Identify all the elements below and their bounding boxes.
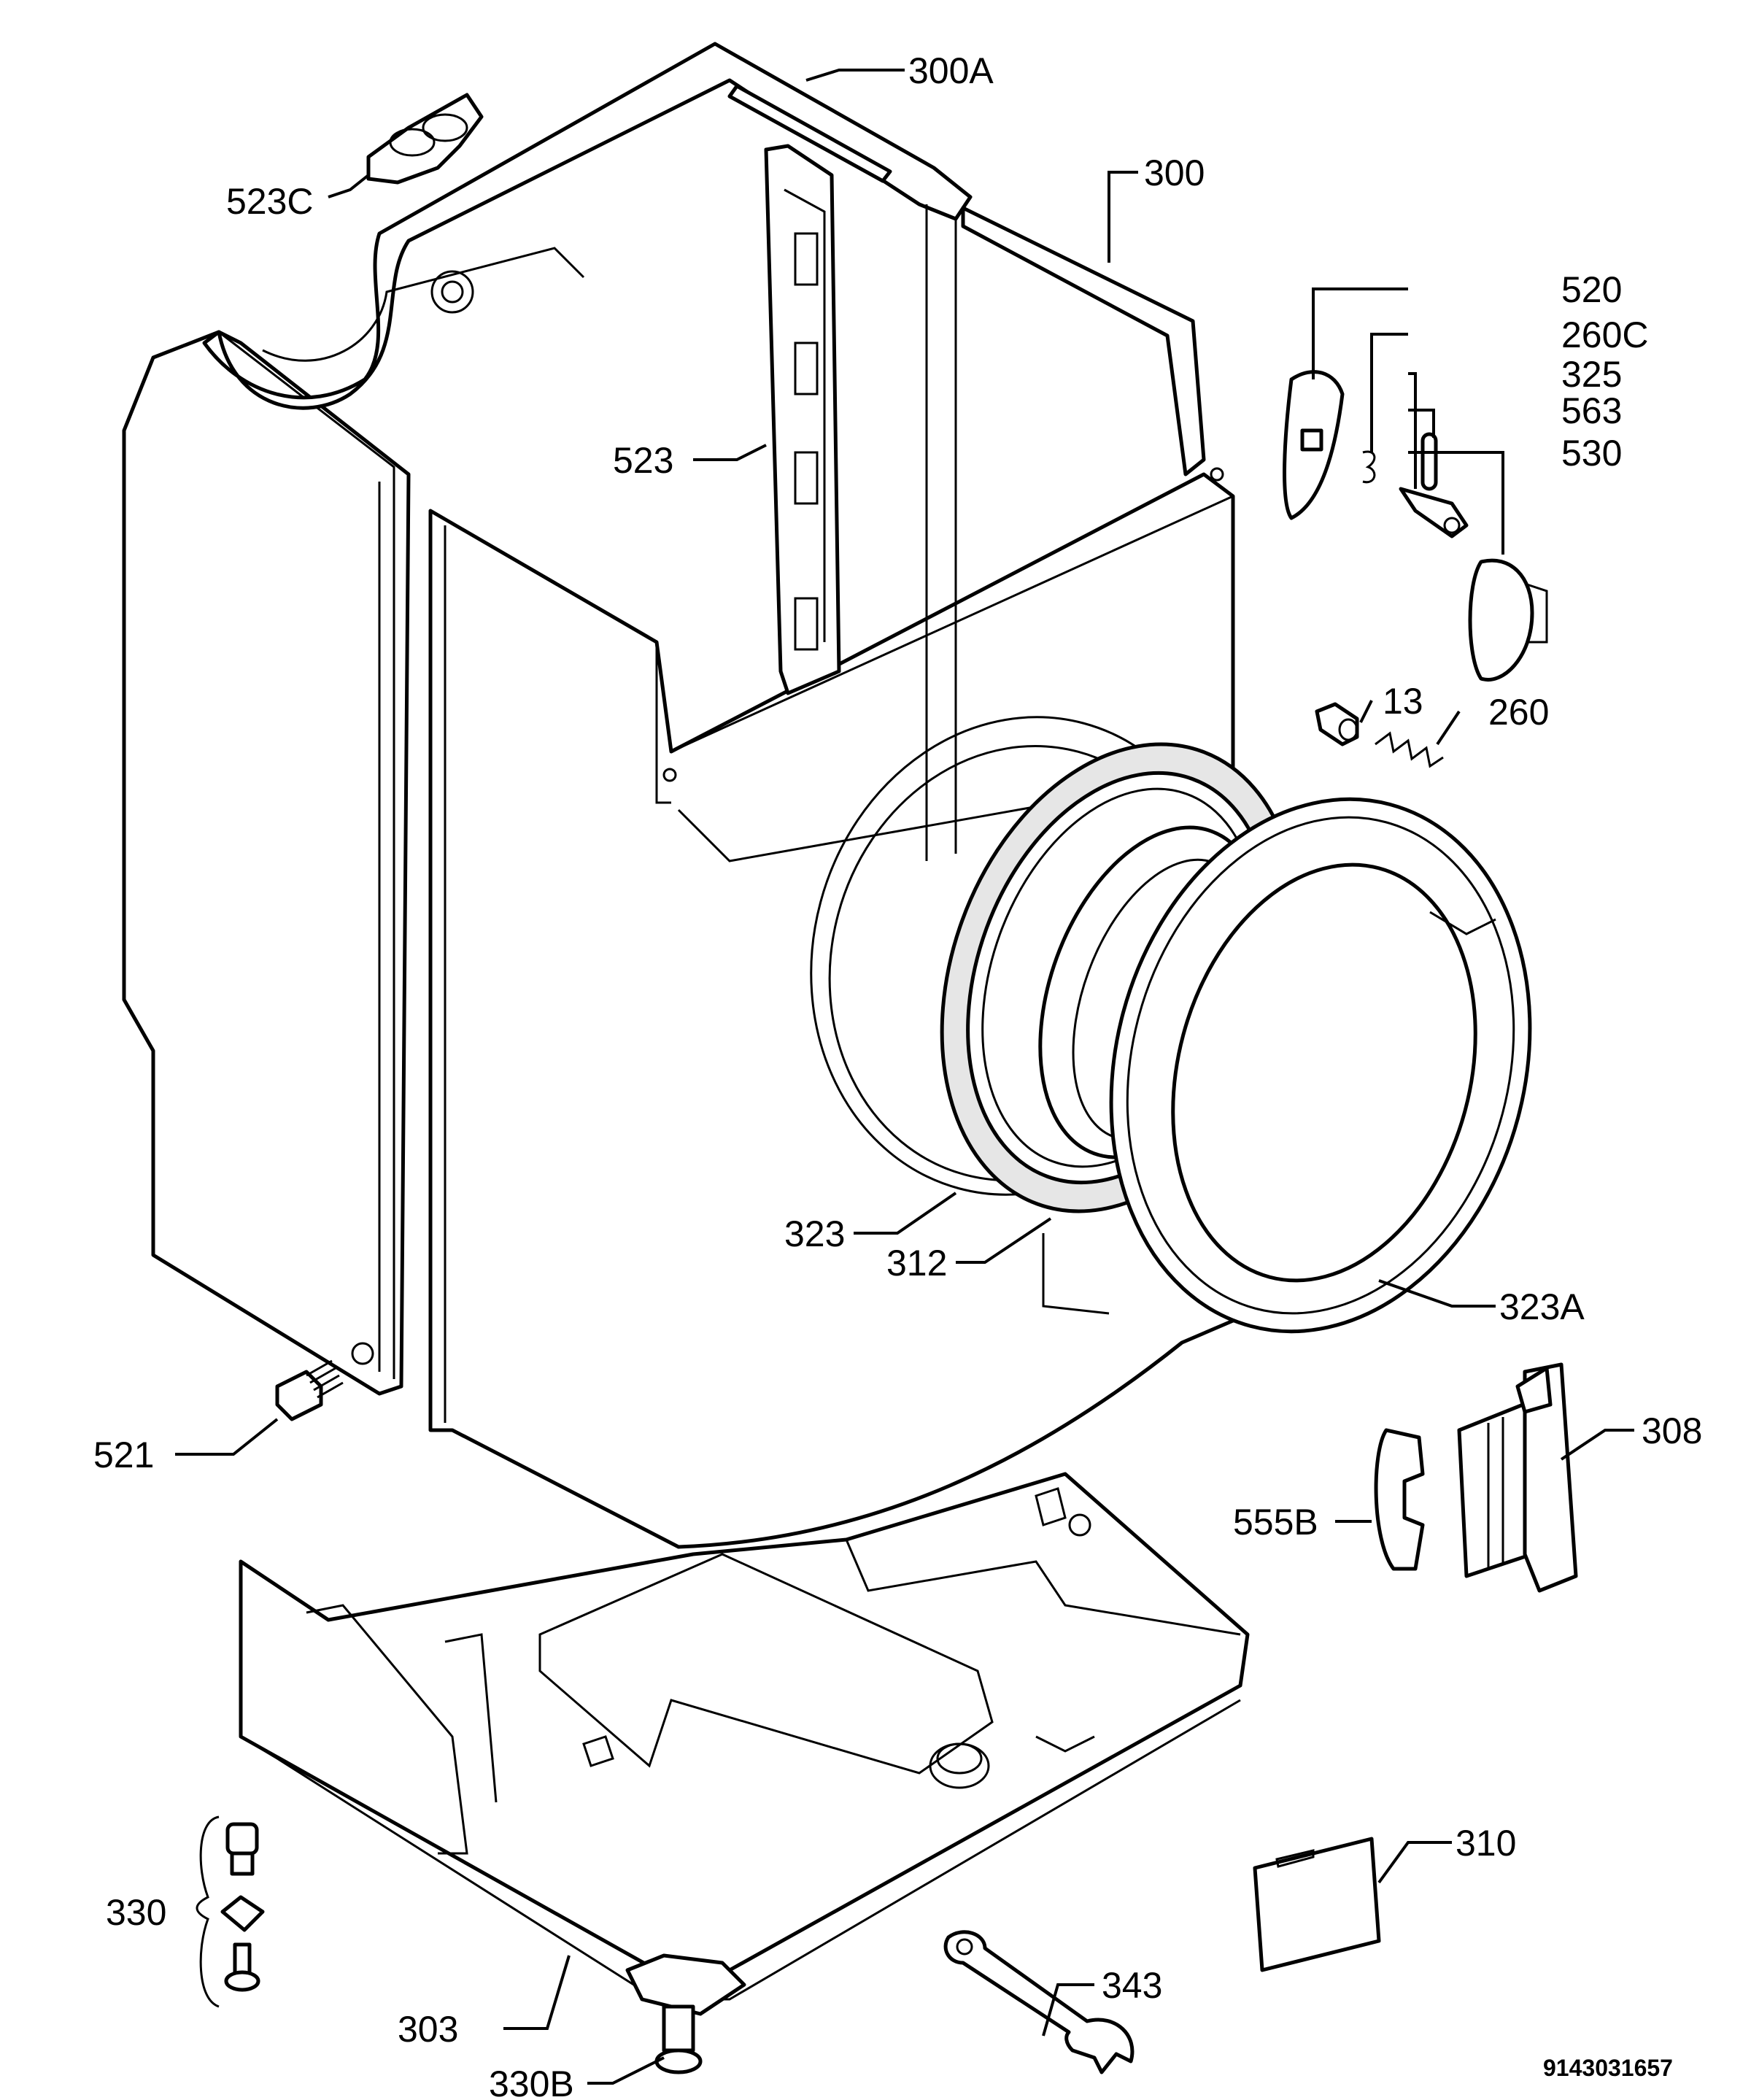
callout-labels: 300A 523C 300 520 260C 325 563 530 523 1… [93,50,1702,2100]
callout-343: 343 [1102,1965,1162,2006]
spanner-343 [943,1930,1135,2074]
door-lock-assembly [1283,370,1548,682]
callout-260c: 260C [1561,314,1649,355]
callout-521: 521 [93,1435,154,1475]
callout-300: 300 [1144,153,1205,193]
foot-330b [625,1953,746,2074]
rear-bracket-523 [764,144,841,695]
callout-330: 330 [106,1892,166,1933]
spring-260 [1375,731,1444,768]
bushing-13 [1315,702,1359,746]
callout-323a: 323A [1499,1286,1585,1327]
filter-cover-310 [1253,1837,1381,1972]
drawing-number: 9143031657 [1543,2055,1673,2081]
foot-parts-330 [196,1815,265,2008]
callout-303: 303 [398,2009,458,2050]
callout-530: 530 [1561,433,1622,474]
callout-520: 520 [1561,269,1622,310]
callout-330b: 330B [489,2064,574,2100]
hinge-308 [1457,1362,1578,1593]
base-plinth-303 [239,1472,1250,2001]
hinge-cover-555b [1374,1428,1425,1571]
callout-563: 563 [1561,390,1622,431]
callout-325: 325 [1561,354,1622,395]
callout-555b: 555B [1233,1502,1318,1543]
callout-260: 260 [1488,692,1549,733]
callout-13: 13 [1383,681,1423,722]
callout-310: 310 [1456,1823,1516,1864]
callout-312: 312 [886,1243,947,1283]
callout-523c: 523C [226,181,314,222]
callout-300a: 300A [908,50,994,91]
leader-lines [175,69,1634,2085]
callout-523: 523 [613,440,673,481]
outer-door-frame-323a [1109,797,1532,1334]
top-clip-523c [366,93,484,185]
callout-308: 308 [1642,1410,1702,1451]
callout-323: 323 [784,1213,845,1254]
screw-521 [275,1359,344,1421]
